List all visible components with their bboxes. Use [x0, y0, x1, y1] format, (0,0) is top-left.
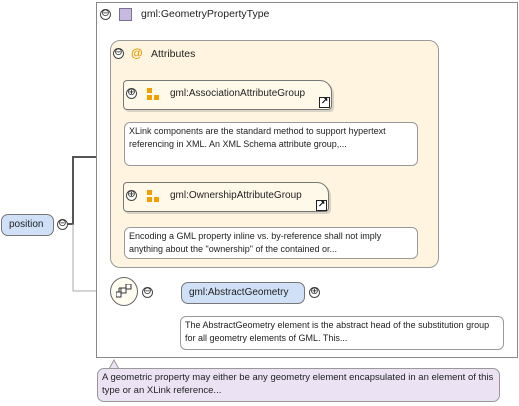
element-documentation: The AbstractGeometry element is the abst…: [180, 316, 504, 350]
attribute-at-icon: @: [131, 46, 143, 60]
reference-link-icon[interactable]: ↗: [319, 97, 330, 108]
collapse-attributes-button[interactable]: ⊖: [113, 47, 124, 59]
element-name: gml:AbstractGeometry: [189, 287, 289, 298]
group-documentation: Encoding a GML property inline vs. by-re…: [124, 227, 418, 259]
attribute-group-name: gml:OwnershipAttributeGroup: [170, 190, 302, 201]
complex-type-icon: [119, 8, 132, 21]
attributes-label: Attributes: [151, 48, 196, 60]
attribute-group-name: gml:AssociationAttributeGroup: [170, 88, 306, 99]
reference-link-icon[interactable]: ↗: [316, 200, 327, 211]
complex-type-name: gml:GeometryPropertyType: [141, 8, 270, 20]
type-documentation: A geometric property may either be any g…: [97, 368, 500, 402]
collapse-compositor-button[interactable]: ⊖: [142, 286, 153, 298]
abstract-geometry-element[interactable]: [181, 282, 305, 304]
expand-group-button[interactable]: ⊕: [126, 87, 137, 99]
attribute-group-icon: [147, 190, 159, 202]
collapse-type-button[interactable]: ⊖: [100, 8, 111, 20]
expand-element-button[interactable]: ⊕: [309, 286, 320, 298]
collapse-root-button[interactable]: ⊖: [57, 218, 68, 230]
attribute-group-icon: [147, 88, 159, 100]
group-documentation: XLink components are the standard method…: [124, 122, 418, 166]
root-element-position[interactable]: [1, 214, 54, 236]
substitution-icon: [116, 284, 132, 298]
expand-group-button[interactable]: ⊕: [126, 189, 137, 201]
root-element-name: position: [9, 219, 44, 230]
